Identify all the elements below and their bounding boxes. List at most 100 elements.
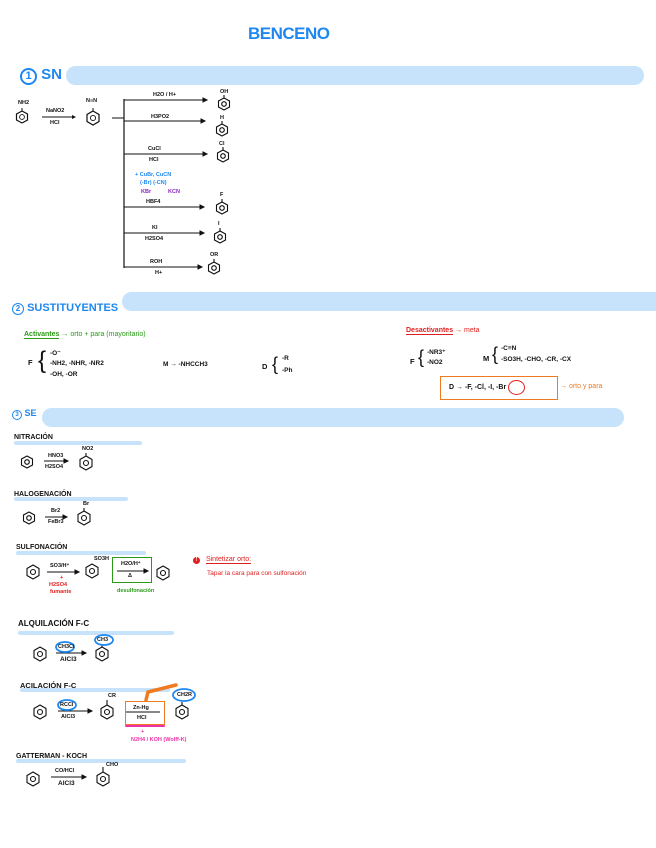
reagent-label: H+ [155,270,163,276]
reagent-label: Zn-Hg [133,705,149,711]
section-sn-header: 1 SN [20,66,62,85]
halogen-box: D → -F, -Cl, -I, -Br [440,376,558,400]
substituent-label: CHO [106,762,119,768]
reagent-label: Δ [128,573,132,579]
box-underline [125,725,165,727]
reaction-title: NITRACIÓN [14,434,53,441]
benzene-ring-icon [22,511,36,525]
section-sn-bar [66,66,644,85]
note-purple: KCN [168,189,180,195]
benzene-ring-icon [77,508,91,526]
benzene-ring-icon [215,121,229,137]
section-title: SE [24,408,37,418]
strength-label: F [410,357,415,366]
arrow-icon: → [455,327,464,334]
reagent-label: H2O/H⁺ [121,561,141,567]
reagent-label: HBF4 [146,199,161,205]
activantes-heading: Activantes → orto + para (mayoritario) [24,331,146,339]
benzene-ring-icon [95,644,109,662]
brace-icon: { [38,347,47,374]
section-sustituyentes-header: 2 SUSTITUYENTES [12,302,118,315]
section-title: SUSTITUYENTES [27,302,119,314]
substituent-label: H [220,115,224,121]
reagent-label: KI [152,225,158,231]
benzene-ring-icon [96,767,110,787]
reaction-title: ACILACIÓN F-C [20,681,77,690]
benzene-ring-icon [33,704,47,720]
section-sustituyentes-bar [122,292,656,311]
arrow-icon: → [61,331,71,338]
reagent-label: HNO3 [48,453,64,459]
highlighter-stroke [144,683,178,702]
alert-icon: ! [193,557,200,564]
section-se-bar [42,408,624,427]
note-blue: (-Br) (-CN) [140,180,167,186]
benzene-ring-icon [100,700,114,720]
benzene-ring-icon [79,453,93,471]
benzene-ring-icon [85,563,99,579]
substituent-label: NO2 [82,446,94,452]
reagent-label: ROH [150,259,163,265]
reagent-label: AlCl3 [61,714,76,720]
circle-highlight [508,380,525,395]
highlight-circle [55,641,75,653]
side-note-heading: Sintetizar orto: [205,556,252,564]
substituent-item: -NO2 [427,359,443,366]
benzene-ring-icon [33,646,47,662]
benzene-ring-icon [26,564,40,580]
reduction-box: Zn-Hg HCl [125,701,165,725]
page-title: BENCENO [248,24,330,43]
reagent-label: CuCl [148,146,161,152]
reagent-note: fumante [50,589,72,595]
strength-label: D [262,362,268,371]
substituent-label: Br [83,501,90,507]
section-number-circle: 1 [20,68,37,85]
heading-note: orto + para (mayoritario) [70,331,146,338]
substituent-label: OR [210,252,219,258]
reagent-label: CH3Cl [58,644,75,650]
brace-icon: { [272,354,279,374]
substituent-label: CR [108,693,116,699]
substituent-item: -R [282,355,289,362]
reagent-label: CO/HCl [55,768,75,774]
substituent-label: F [220,192,224,198]
benzene-ring-icon [156,565,170,581]
reagent-label: H2SO4 [145,236,164,242]
substituent-item: -NH2, -NHR, -NR2 [50,360,104,367]
substituent-label: SO3H [94,556,109,562]
reagent-label: AlCl3 [60,656,77,663]
substituent-label: N≡N [86,98,98,104]
substituent-label: CH2R [177,692,192,698]
substituent-label: OH [220,89,229,95]
desulfonation-box: H2O/H⁺ Δ [112,557,152,583]
note-blue: + CuBr, CuCN [135,172,172,178]
benzene-ring-icon [216,147,230,163]
reaction-underline [20,688,170,692]
section-number-circle: 2 [12,303,24,315]
reagent-note: + [60,575,64,581]
substituent-item: -NR3⁺ [427,349,446,356]
strength-label: F [28,358,33,367]
substituent-item: -SO3H, -CHO, -CR, -CX [501,356,572,363]
substituent-item: -C≡N [501,345,517,352]
reagent-label: RCCl [60,702,74,708]
reaction-title: HALOGENACIÓN [14,491,72,498]
brace-icon: { [492,344,499,364]
reagent-label: HCl [50,120,60,126]
desactivantes-heading: Desactivantes → meta [406,327,480,335]
reagent-label: HCl [137,715,147,721]
reagent-label: NaNO2 [46,108,65,114]
heading-text: Activantes [24,331,60,339]
reagent-label: H2O / H+ [153,92,177,98]
substituent-label: CH3 [97,637,109,643]
substituent-label: Cl [219,141,225,147]
reaction-underline [14,441,142,445]
section-title: SN [41,66,63,83]
benzene-ring-icon [20,455,34,469]
halogen-note: → orto y para [560,383,603,390]
heading-note: meta [464,327,480,334]
highlight-circle [172,688,196,702]
reaction-title: ALQUILACIÓN F-C [18,619,90,628]
